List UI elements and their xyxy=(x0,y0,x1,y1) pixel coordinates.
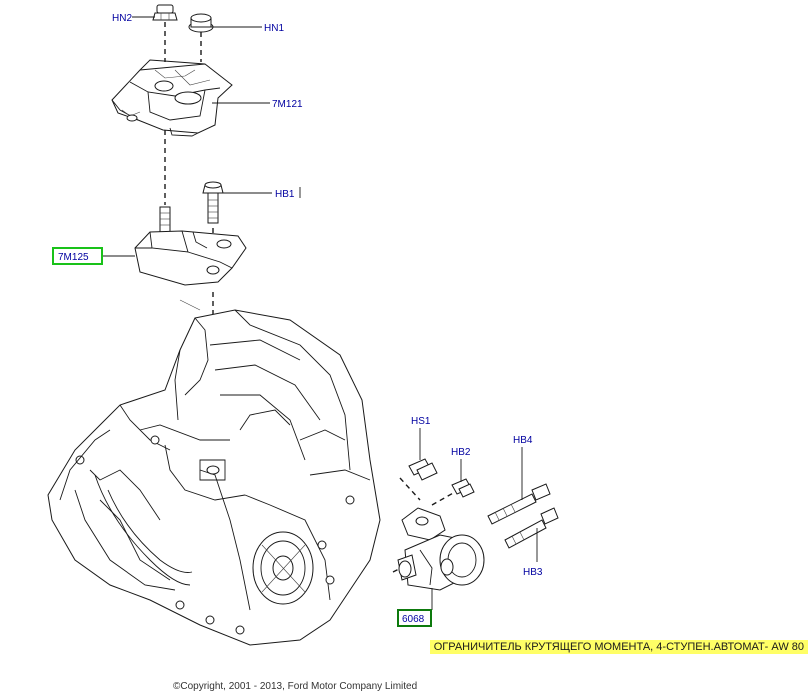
label-hb3[interactable]: HB3 xyxy=(523,567,543,578)
diagram-caption: ОГРАНИЧИТЕЛЬ КРУТЯЩЕГО МОМЕНТА, 4-СТУПЕН… xyxy=(429,640,808,654)
bracket-7m121[interactable] xyxy=(111,59,233,137)
label-6068[interactable]: 6068 xyxy=(402,614,425,625)
box-frame-7m125 xyxy=(52,247,103,265)
label-box-7m125[interactable]: 7M125 xyxy=(52,247,103,265)
label-7m125[interactable]: 7M125 xyxy=(58,252,89,263)
hb4-bolt[interactable] xyxy=(487,483,551,525)
mount-7m125[interactable] xyxy=(134,206,247,286)
label-hb1[interactable]: HB1 xyxy=(275,189,295,200)
label-7m121[interactable]: 7M121 xyxy=(272,99,303,110)
hb1-bolt[interactable] xyxy=(202,181,224,224)
restrictor-6068[interactable] xyxy=(397,507,485,591)
label-hb4[interactable]: HB4 xyxy=(513,435,533,446)
axis-line-hb2 xyxy=(431,491,456,506)
copyright-notice: ©Copyright, 2001 - 2013, Ford Motor Comp… xyxy=(173,681,418,692)
label-hn1[interactable]: HN1 xyxy=(264,23,284,34)
label-hs1[interactable]: HS1 xyxy=(411,416,431,427)
hn1-nut[interactable] xyxy=(188,13,214,33)
hs1-bolt[interactable] xyxy=(408,458,438,481)
hb2-bolt[interactable] xyxy=(451,478,475,498)
label-hb2[interactable]: HB2 xyxy=(451,447,471,458)
label-hn2[interactable]: HN2 xyxy=(112,13,132,24)
hb3-bolt[interactable] xyxy=(504,507,559,549)
box-frame-6068 xyxy=(397,609,432,627)
label-box-6068[interactable]: 6068 xyxy=(397,609,432,627)
axis-line-hs1 xyxy=(399,477,421,501)
transmission-housing xyxy=(47,299,381,646)
hn2-nut[interactable] xyxy=(152,4,178,21)
